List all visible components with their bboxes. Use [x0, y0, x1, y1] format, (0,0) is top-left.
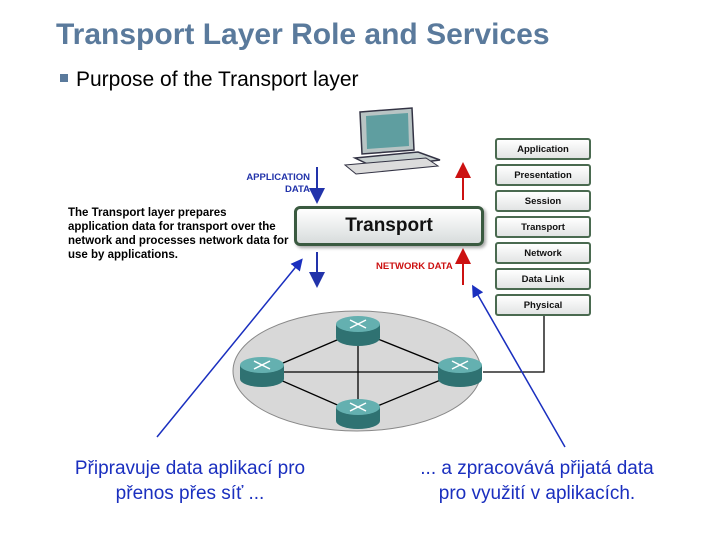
bullet-item: Purpose of the Transport layer — [60, 68, 359, 92]
right-caption-line1: ... a zpracovává přijatá data — [420, 458, 654, 479]
left-caption-pointer-arrow — [156, 258, 303, 438]
bullet-square-icon — [60, 74, 68, 83]
computer-icon — [343, 107, 441, 175]
right-caption: ... a zpracovává přijatá data pro využit… — [378, 456, 696, 506]
bullet-text: Purpose of the Transport layer — [76, 68, 359, 91]
osi-layer-data-link: Data Link — [495, 268, 591, 290]
transport-layer-box: Transport — [294, 206, 484, 246]
application-data-label-line1: APPLICATION — [246, 172, 310, 183]
osi-layer-transport: Transport — [495, 216, 591, 238]
stack-connector-line — [483, 316, 545, 373]
network-data-label: NETWORK DATA — [376, 261, 453, 272]
right-caption-pointer-arrow — [472, 284, 566, 448]
router-icon-top — [336, 316, 380, 346]
osi-layer-presentation: Presentation — [495, 164, 591, 186]
right-caption-line2: pro využití v aplikacích. — [438, 483, 636, 504]
osi-layer-session: Session — [495, 190, 591, 212]
application-data-label: APPLICATION DATA — [236, 172, 310, 196]
osi-layer-physical: Physical — [495, 294, 591, 316]
left-caption: Připravuje data aplikací pro přenos přes… — [30, 456, 350, 506]
left-caption-line2: přenos přes síť ... — [115, 483, 265, 504]
slide-title: Transport Layer Role and Services — [56, 18, 550, 51]
router-icon-bottom — [336, 399, 380, 429]
osi-layer-network: Network — [495, 242, 591, 264]
transport-description: The Transport layer prepares application… — [68, 207, 289, 261]
osi-layer-application: Application — [495, 138, 591, 160]
left-caption-line1: Připravuje data aplikací pro — [74, 458, 306, 479]
router-icon-right — [438, 357, 482, 387]
application-data-label-line2: DATA — [285, 184, 310, 195]
router-icon-left — [240, 357, 284, 387]
